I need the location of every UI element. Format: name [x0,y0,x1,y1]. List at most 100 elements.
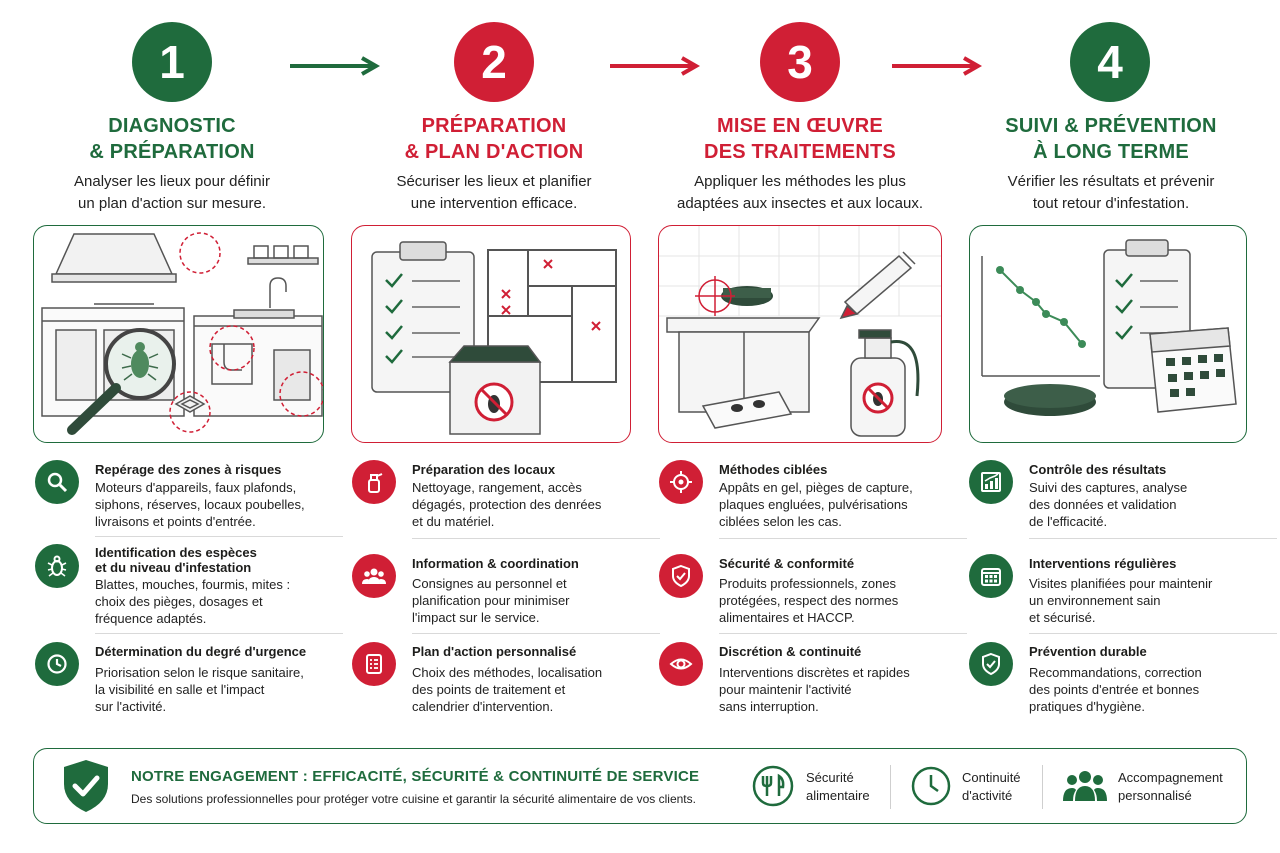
clock-icon [911,766,951,806]
item-text-line: alimentaires et HACCP. [719,610,855,625]
step-title-line: & PRÉPARATION [89,141,255,163]
item-text-line: des points d'entrée et bonnes [1029,682,1200,697]
step-number: 3 [787,36,813,88]
item-title: Contrôle des résultats [1029,462,1244,478]
item-text-line: Interventions discrètes et rapides [719,665,910,680]
bug-icon [35,544,79,588]
item-text-line: calendrier d'intervention. [412,699,554,714]
item-text-line: Consignes au personnel et [412,576,567,591]
item-title-line: Préparation des locaux [412,462,556,477]
item-title-line: Sécurité & conformité [719,556,855,571]
item-text-line: et sécurisé. [1029,610,1096,625]
step-desc-line: Analyser les lieux pour définir [74,173,270,190]
step-number-badge: 2 [454,22,534,102]
divider [412,633,660,634]
banner-text: Des solutions professionnelles pour prot… [131,792,696,806]
item-title: Plan d'action personnalisé [412,644,627,660]
target-icon [659,460,703,504]
item-text-line: Visites planifiées pour maintenir [1029,576,1213,591]
step-desc-line: un plan d'action sur mesure. [78,195,266,212]
item-text-line: pratiques d'hygiène. [1029,699,1145,714]
shield-check-icon [64,760,108,812]
step-title: MISE EN ŒUVRE DES TRAITEMENTS [650,113,950,165]
item-text-line: livraisons et points d'entrée. [95,514,256,529]
item-text-line: sans interruption. [719,699,819,714]
item-title-line: Interventions régulières [1029,556,1177,571]
step-description: Vérifier les résultats et prévenir tout … [961,171,1261,215]
step-title-line: SUIVI & PRÉVENTION [1005,115,1217,137]
item-title: Détermination du degré d'urgence [95,644,310,660]
search-icon [35,460,79,504]
cutlery-icon [752,765,794,807]
item-text: Interventions discrètes et rapides pour … [719,664,939,715]
commitment-label: Continuité d'activité [962,769,1021,805]
step-title: SUIVI & PRÉVENTION À LONG TERME [961,113,1261,165]
step-number: 1 [159,36,185,88]
calendar-icon [969,554,1013,598]
checklist-icon [352,642,396,686]
step-title-line: MISE EN ŒUVRE [717,115,883,137]
step-number-badge: 1 [132,22,212,102]
item-title-line: Méthodes ciblées [719,462,828,477]
planning-illustration [351,225,631,443]
step-title-line: DES TRAITEMENTS [704,141,896,163]
step-desc-line: Appliquer les méthodes les plus [694,173,906,190]
arrow-right-icon [290,56,380,76]
item-text-line: sur l'activité. [95,699,167,714]
item-text-line: Suivi des captures, analyse [1029,480,1188,495]
step-desc-line: Sécuriser les lieux et planifier [396,173,592,190]
item-text: Priorisation selon le risque sanitaire, … [95,664,315,715]
divider [1029,633,1277,634]
item-title-line: Repérage des zones à risques [95,462,282,477]
item-text-line: pour maintenir l'activité [719,682,852,697]
item-title-line: Plan d'action personnalisé [412,644,577,659]
eye-icon [659,642,703,686]
item-text-line: des données et validation [1029,497,1177,512]
step-title-line: PRÉPARATION [421,115,567,137]
engagement-banner: NOTRE ENGAGEMENT : EFFICACITÉ, SÉCURITÉ … [33,748,1247,824]
item-text-line: siphons, réserves, locaux poubelles, [95,497,305,512]
item-text-line: protégées, respect des normes [719,593,899,608]
item-title: Information & coordination [412,556,627,572]
step-desc-line: tout retour d'infestation. [1032,195,1190,212]
step-description: Appliquer les méthodes les plus adaptées… [650,171,950,215]
step-description: Sécuriser les lieux et planifier une int… [344,171,644,215]
divider [1042,765,1043,809]
step-number: 2 [481,36,507,88]
item-text-line: la visibilité en salle et l'impact [95,682,265,697]
item-text: Recommandations, correction des points d… [1029,664,1249,715]
commitment-label-line: alimentaire [806,788,870,803]
arrow-right-icon [892,56,982,76]
arrow-right-icon [610,56,700,76]
item-text-line: Moteurs d'appareils, faux plafonds, [95,480,297,495]
banner-title: NOTRE ENGAGEMENT : EFFICACITÉ, SÉCURITÉ … [131,768,700,785]
item-title: Préparation des locaux [412,462,627,478]
item-text-line: planification pour minimiser [412,593,570,608]
step-desc-line: adaptées aux insectes et aux locaux. [677,195,923,212]
shield-check-icon [659,554,703,598]
item-text-line: Appâts en gel, pièges de capture, [719,480,913,495]
item-title-line: Prévention durable [1029,644,1147,659]
item-text: Suivi des captures, analyse des données … [1029,479,1249,530]
item-text: Nettoyage, rangement, accès dégagés, pro… [412,479,632,530]
commitment-label-line: Continuité [962,770,1021,785]
item-title-line: Détermination du degré d'urgence [95,644,307,659]
step-title-line: & PLAN D'ACTION [404,141,584,163]
step-description: Analyser les lieux pour définir un plan … [22,171,322,215]
item-text-line: Nettoyage, rangement, accès [412,480,582,495]
commitment-continuity: Continuité d'activité [910,763,1060,811]
spray-bottle-icon [352,460,396,504]
item-text-line: l'impact sur le service. [412,610,540,625]
item-text: Choix des méthodes, localisation des poi… [412,664,632,715]
item-text-line: de l'efficacité. [1029,514,1108,529]
item-text-line: Produits professionnels, zones [719,576,897,591]
commitment-label-line: Accompagnement [1118,770,1223,785]
commitment-label-line: Sécurité [806,770,854,785]
item-text-line: Choix des méthodes, localisation [412,665,603,680]
divider [412,538,660,539]
divider [719,633,967,634]
step-number: 4 [1097,36,1123,88]
item-title-line: Discrétion & continuité [719,644,862,659]
team-icon [1063,771,1107,801]
item-text: Blattes, mouches, fourmis, mites : choix… [95,576,315,627]
